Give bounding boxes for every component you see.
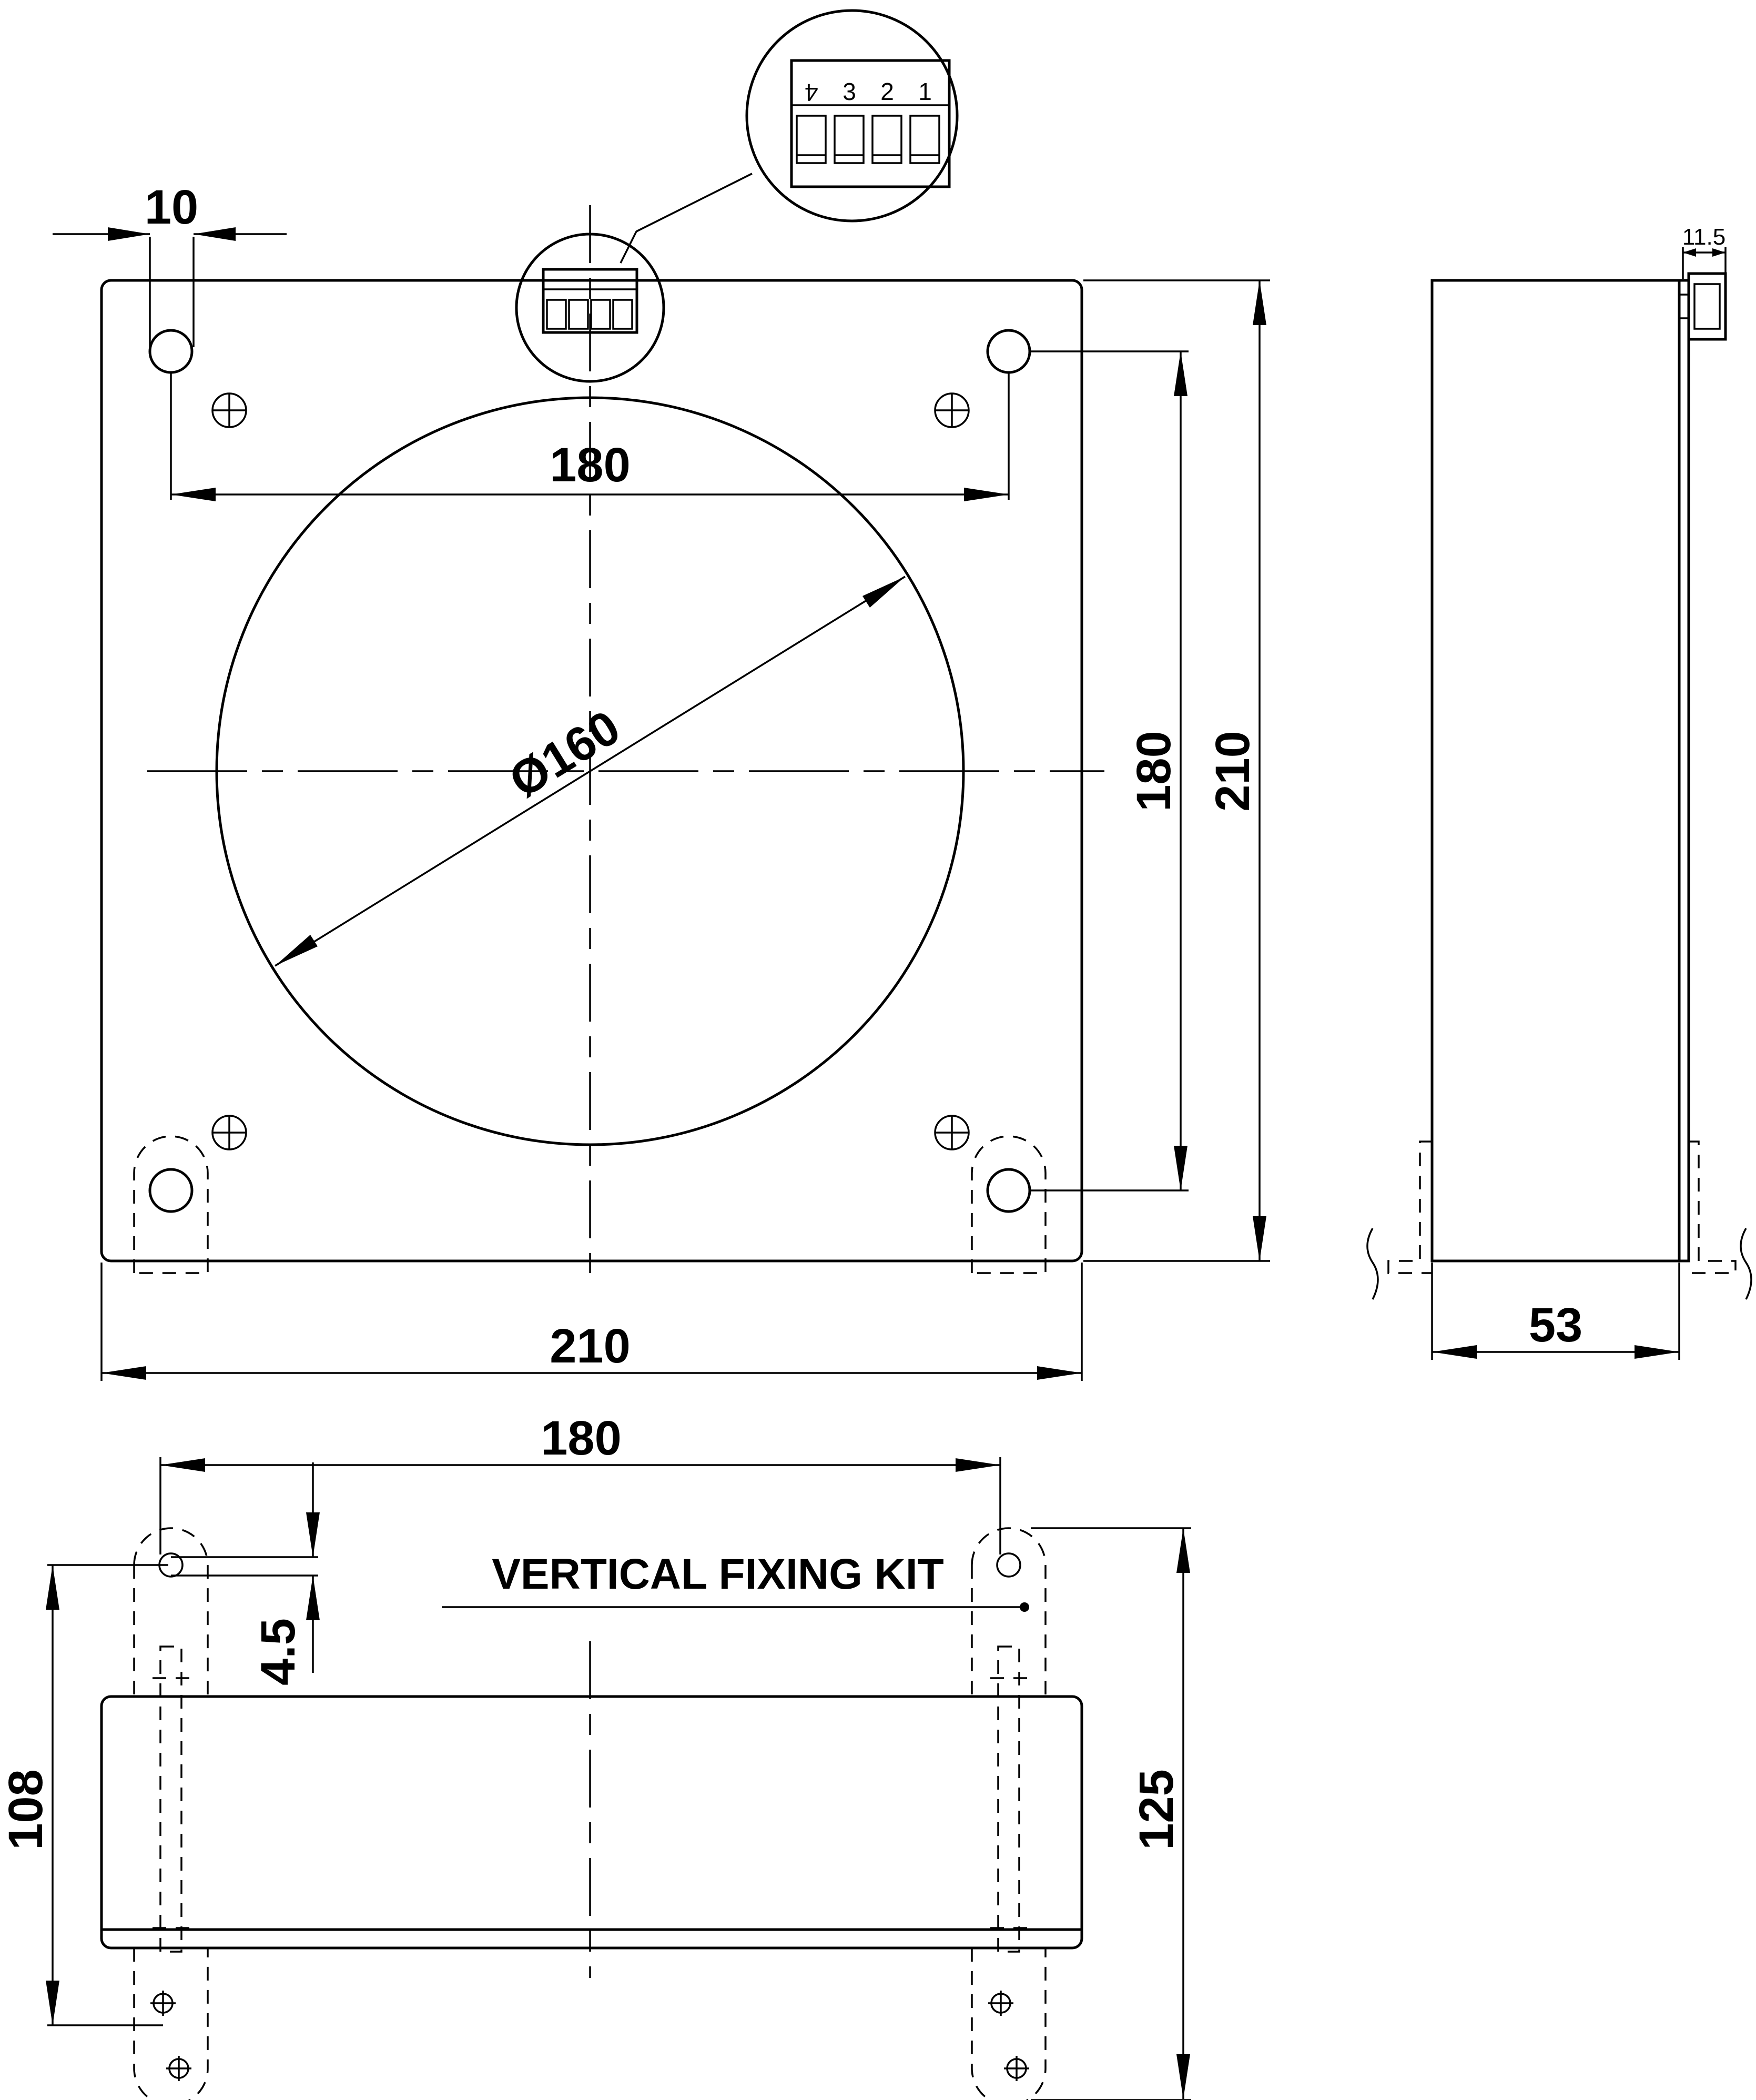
screw-top-right (934, 392, 970, 428)
fixing-bracket-right-screw-bottom (1004, 2056, 1029, 2081)
terminal-connector (515, 173, 753, 383)
break-line-right (1740, 1228, 1752, 1300)
dim-height-right: 125 (1031, 1527, 1191, 2100)
side-plate (1678, 279, 1690, 1263)
dim-slot-offset: 4.5 (171, 1462, 320, 1685)
dim-width: 210 (100, 1263, 1083, 1381)
fixing-bracket-left-dashed (133, 1135, 209, 1274)
dim-height: 210 (1083, 279, 1270, 1262)
dim-bottom-hole-spacing: 180 (159, 1411, 1001, 1554)
side-fixing-bracket-right-dashed (1689, 1140, 1737, 1274)
fixing-bracket-left-screw-bottom (166, 2056, 191, 2081)
bottom-view: VERTICAL FIXING KIT 180 4.5 (0, 1411, 1191, 2100)
mounting-hole-bottom-left (148, 1168, 194, 1213)
dim-height-left: 108 (0, 1564, 168, 2026)
fixing-bracket-left (133, 1527, 209, 2100)
side-view: 11.5 53 (1366, 224, 1752, 1360)
dim-connector-depth: 11.5 (1682, 224, 1727, 279)
fixing-bracket-left-screw-lower (150, 1991, 176, 2016)
dim-width-text: 210 (550, 1319, 631, 1373)
dim-bottom-hole-spacing-text: 180 (541, 1411, 622, 1465)
side-connector (1680, 272, 1727, 341)
screw-bottom-right (934, 1115, 970, 1150)
mounting-hole-bottom-right (986, 1168, 1031, 1213)
connector-pin-3: 3 (843, 78, 856, 105)
connector-pin-2: 2 (880, 78, 894, 105)
screw-top-left (211, 392, 247, 428)
label-leader (442, 1602, 1029, 1612)
connector-detail-magnified: 4 3 2 1 (745, 9, 959, 223)
mounting-hole-top-left (148, 329, 194, 374)
fixing-bracket-right-screw-lower (988, 1991, 1013, 2016)
dim-hole-offset: 10 (53, 180, 287, 347)
dim-hole-offset-text: 10 (145, 180, 198, 234)
dim-height-right-text: 125 (1130, 1769, 1183, 1850)
fixing-bracket-right (971, 1527, 1047, 2100)
dim-bore-diameter-text: Ø160 (500, 700, 629, 808)
dim-hole-spacing-h-text: 180 (550, 438, 631, 492)
screw-bottom-left (211, 1115, 247, 1150)
break-line-left (1366, 1228, 1379, 1300)
connector-pin-4: 4 (805, 79, 818, 106)
dim-slot-offset-text: 4.5 (251, 1618, 305, 1685)
dim-hole-spacing-horizontal: 180 (170, 373, 1010, 501)
bottom-body-outline (100, 1695, 1083, 1950)
dim-hole-spacing-vertical: 180 (1031, 350, 1189, 1192)
side-body-outline (1430, 279, 1681, 1263)
front-view: 4 3 2 1 10 180 Ø16 (53, 9, 1270, 1381)
dim-hole-spacing-v-text: 180 (1127, 731, 1181, 812)
fixing-bracket-right-dashed (971, 1135, 1047, 1274)
vertical-fixing-kit-label: VERTICAL FIXING KIT (492, 1550, 944, 1598)
dim-depth: 53 (1431, 1263, 1680, 1360)
side-fixing-bracket-left-dashed (1387, 1140, 1432, 1274)
connector-pin-1: 1 (918, 78, 932, 105)
dim-height-text: 210 (1206, 731, 1260, 812)
dim-depth-text: 53 (1529, 1298, 1582, 1352)
mounting-hole-top-right (986, 329, 1031, 374)
dim-height-left-text: 108 (0, 1769, 53, 1850)
dim-connector-depth-text: 11.5 (1682, 224, 1725, 250)
